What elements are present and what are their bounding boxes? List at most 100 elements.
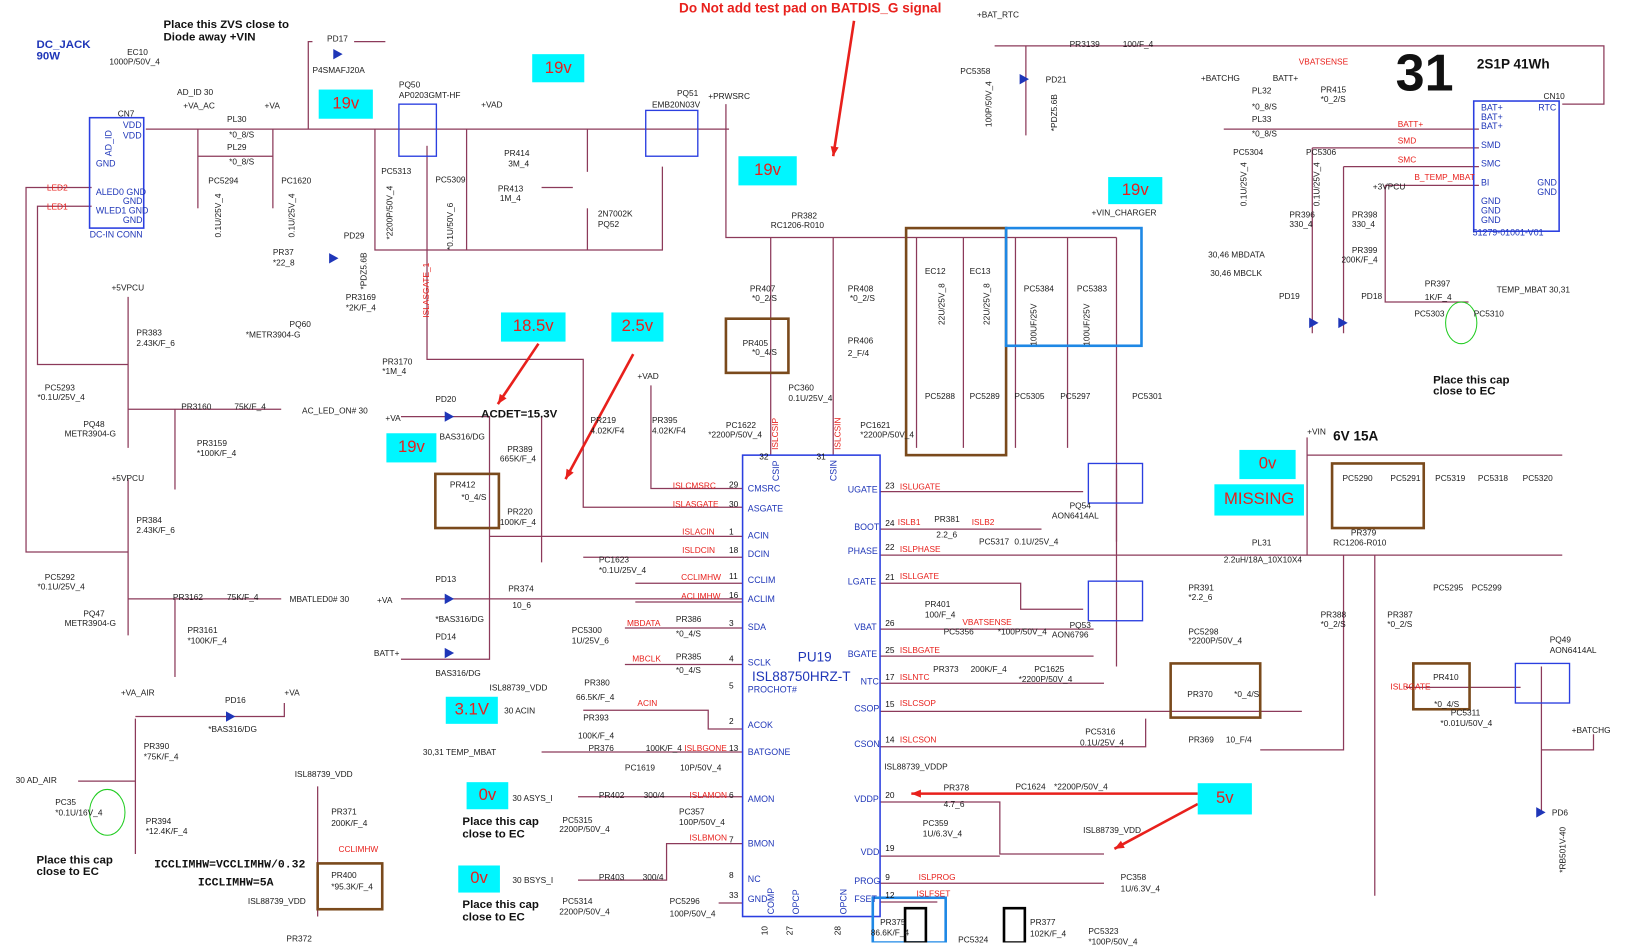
component-ref: PC1623 bbox=[598, 555, 629, 565]
ic-pin-name: BOOT bbox=[854, 521, 880, 533]
component-label: GND bbox=[95, 158, 116, 169]
ic-pin-name: LGATE bbox=[847, 575, 877, 587]
component-label: VDD bbox=[122, 130, 142, 141]
component-ref: PR414 bbox=[504, 148, 530, 159]
component-ref: PC5303 bbox=[1414, 309, 1445, 319]
component-ref: PC5306 bbox=[1306, 147, 1337, 158]
wire bbox=[880, 582, 1084, 610]
component-ref: PR375 bbox=[880, 917, 906, 927]
annotation-note: Place this cap bbox=[462, 815, 539, 828]
component-label: 10_6 bbox=[512, 600, 531, 611]
component-ref: PR405 bbox=[742, 338, 769, 348]
component-ref: PC5292 bbox=[44, 572, 75, 583]
ic-pin-number: 6 bbox=[729, 790, 734, 800]
component-label: P4SMAFJ20A bbox=[312, 65, 365, 75]
component-label: *0_8/S bbox=[229, 130, 255, 140]
component-ref: PC5313 bbox=[381, 166, 412, 177]
net-label: ISLCSIP bbox=[770, 417, 781, 450]
component-label: *2200P/50V_4 bbox=[1188, 636, 1243, 646]
component-label: *0.01U/50V_4 bbox=[1440, 718, 1493, 729]
component-label: GND bbox=[1481, 214, 1501, 225]
ic-pin-name: COMP bbox=[765, 887, 776, 915]
component-label: BAT+ bbox=[1481, 102, 1503, 113]
annotation-note: close to EC bbox=[462, 911, 525, 924]
arrow-head bbox=[911, 789, 921, 798]
component-label: BAT+ bbox=[1481, 120, 1503, 132]
component-ref: PD29 bbox=[343, 231, 365, 241]
component-label: *100P/50V_4 bbox=[997, 626, 1047, 637]
component-ref: PR373 bbox=[933, 664, 959, 674]
component-label: 100P/50V_4 bbox=[679, 817, 725, 827]
net-label: ISLB1 bbox=[897, 517, 921, 527]
component-label: 2200P/50V_4 bbox=[559, 907, 610, 917]
component-label: 1U/25V_6 bbox=[571, 636, 609, 646]
component-ref: PC5295 bbox=[1433, 583, 1464, 593]
highlight-box bbox=[1004, 226, 1143, 348]
ic-pin-name: ACLIM bbox=[747, 593, 775, 605]
component-label: 0.1U/25V_4 bbox=[287, 193, 297, 238]
ic-pin-name: PROCHOT# bbox=[747, 684, 797, 695]
power-rail-label: +BAT_RTC bbox=[976, 10, 1019, 20]
component-label: 0.1U/25V_4 bbox=[1080, 738, 1125, 748]
component-label: *PDZ5.6B bbox=[359, 252, 369, 290]
component-ref: PD13 bbox=[435, 574, 457, 585]
component-label: BAS316/DG bbox=[439, 432, 485, 442]
ic-pin-number: 14 bbox=[885, 735, 895, 745]
component-label: *METR3904-G bbox=[245, 330, 301, 340]
power-rail-label: +VIN bbox=[1307, 427, 1326, 437]
net-label: ISLASGATE bbox=[672, 499, 719, 510]
ic-pin-number: 32 bbox=[759, 452, 769, 462]
ic-pin-number: 22 bbox=[885, 542, 895, 552]
ic-pin-number: 27 bbox=[785, 925, 795, 936]
component-label: GND bbox=[122, 195, 143, 207]
component-label: 30 ACIN bbox=[504, 706, 536, 716]
component-label: *0_2/S bbox=[751, 293, 777, 304]
voltage-tag: 3.1V bbox=[445, 696, 498, 724]
component-ref: PL31 bbox=[1251, 538, 1272, 548]
component-ref: PD19 bbox=[1278, 291, 1300, 301]
component-label: *0_2/S bbox=[1387, 619, 1413, 630]
component-label: ISL88739_VDDP bbox=[884, 762, 948, 772]
component-ref: PR3160 bbox=[181, 402, 212, 412]
component-label: *0_8/S bbox=[229, 157, 255, 167]
component-ref: PC5293 bbox=[44, 383, 75, 393]
power-rail-label: +VA_AIR bbox=[120, 688, 155, 698]
component-label: 22U/25V_8 bbox=[982, 283, 992, 325]
power-rail-label: +VA bbox=[264, 101, 280, 111]
ic-ref: PU19 bbox=[797, 648, 832, 665]
ic-pin-number: 23 bbox=[885, 481, 895, 491]
component-label: *0_2/S bbox=[1320, 619, 1346, 630]
wire bbox=[880, 718, 1147, 748]
net-label: SMC bbox=[1397, 155, 1417, 165]
component-label: 66.5K/F_4 bbox=[575, 692, 615, 702]
component-label: DC-IN CONN bbox=[89, 229, 143, 240]
component-ref: PR413 bbox=[497, 184, 524, 194]
power-rail-label: +VA bbox=[385, 413, 401, 423]
component-label: SMD bbox=[1481, 139, 1501, 150]
component-label: *0.1U/25V_4 bbox=[37, 582, 85, 592]
component-label: METR3904-G bbox=[64, 429, 116, 439]
wire bbox=[426, 249, 743, 508]
annotation-note: Place this ZVS close to bbox=[163, 18, 289, 32]
ic-pin-name: GND bbox=[747, 893, 768, 905]
voltage-tag: 19v bbox=[532, 54, 585, 83]
component-label: 100UF/25V bbox=[1082, 303, 1092, 346]
component-label: AD_ID 30 bbox=[177, 87, 214, 97]
component-ref: PR3161 bbox=[187, 625, 218, 636]
power-rail-label: +BATCHG bbox=[1200, 73, 1240, 84]
net-label: MBCLK bbox=[632, 654, 661, 664]
component-ref: PR376 bbox=[588, 743, 614, 754]
annotation-note: ACDET=15.3V bbox=[481, 408, 558, 421]
ic-pin-name: ACIN bbox=[747, 530, 769, 541]
component-ref: PR400 bbox=[331, 870, 357, 881]
component-ref: PR408 bbox=[847, 284, 874, 294]
ic-pin-name: VDDP bbox=[854, 793, 879, 805]
component-label: *BAS316/DG bbox=[208, 724, 257, 735]
net-label: ISLPROG bbox=[918, 872, 956, 883]
component-label: *12.4K/F_4 bbox=[145, 826, 188, 837]
component-ref: PR378 bbox=[943, 783, 970, 793]
component-label: 0.1U/25V_4 bbox=[1312, 162, 1322, 207]
component-ref: PC5311 bbox=[1450, 708, 1481, 718]
power-rail-label: +VAD bbox=[481, 99, 503, 110]
